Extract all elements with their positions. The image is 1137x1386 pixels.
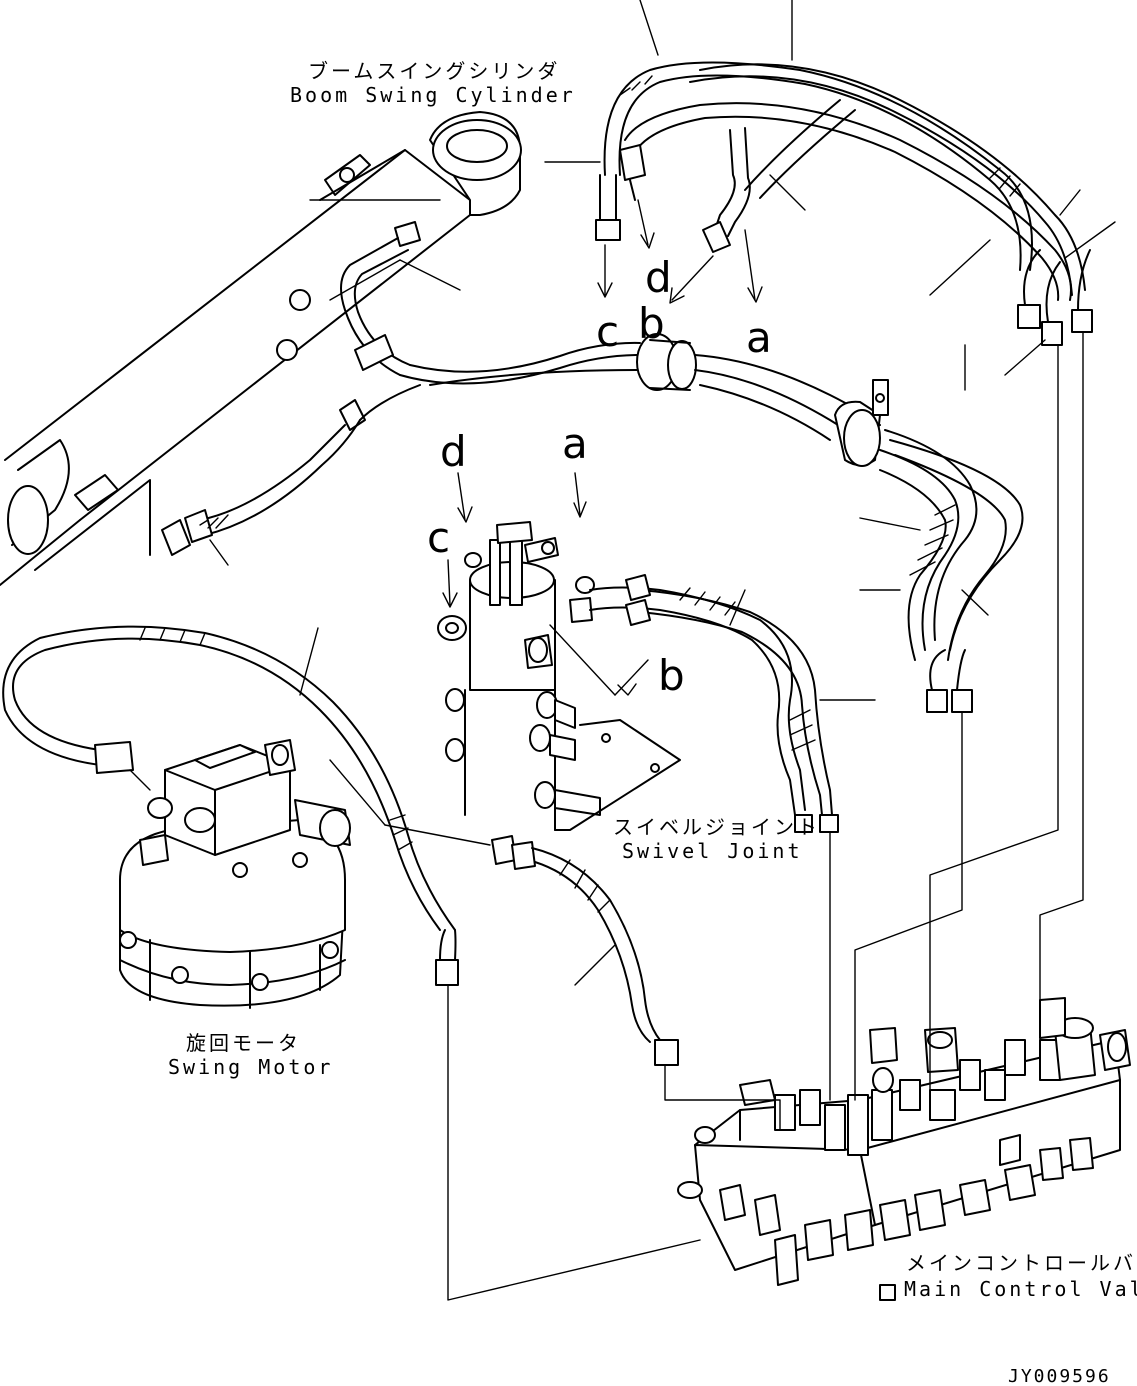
middle-hose-run <box>161 221 1024 713</box>
main-control-valve-label: メインコントロールバルブ Main Control Valve <box>904 1251 1137 1301</box>
main-control-valve-label-en: Main Control Valve <box>904 1277 1137 1301</box>
top-port-letter-d: d <box>645 253 672 302</box>
top-port-letter-a: a <box>746 313 772 362</box>
swivel-port-letters: d a c b <box>427 419 685 700</box>
swivel-port-letter-a: a <box>562 419 588 468</box>
main-control-valve-label-jp: メインコントロールバルブ <box>906 1251 1137 1275</box>
swivel-joint <box>437 472 876 833</box>
top-port-letters: c b d a <box>596 253 772 362</box>
swivel-port-letter-d: d <box>440 427 467 476</box>
boom-swing-cylinder-label: ブームスイングシリンダ Boom Swing Cylinder <box>290 59 576 107</box>
swing-motor-label-en: Swing Motor <box>168 1055 333 1079</box>
swing-motor-label: 旋回モータ Swing Motor <box>168 1031 333 1079</box>
lower-hose-run <box>491 835 679 1066</box>
routing-lines <box>447 331 1084 1301</box>
upper-hose-bundle <box>544 0 1116 376</box>
drawing-code: JY009596 <box>1008 1366 1111 1386</box>
swing-motor <box>2 625 491 1009</box>
swivel-joint-label: スイベルジョイント Swivel Joint <box>613 815 820 863</box>
swivel-joint-label-jp: スイベルジョイント <box>613 815 820 839</box>
top-port-letter-c: c <box>596 307 619 356</box>
top-port-arrows <box>597 199 763 304</box>
swing-motor-label-jp: 旋回モータ <box>186 1031 301 1055</box>
swivel-port-letter-b: b <box>658 651 685 700</box>
boom-swing-cylinder-label-jp: ブームスイングシリンダ <box>308 59 560 83</box>
boom-swing-cylinder <box>0 111 522 586</box>
swivel-port-letter-c: c <box>427 513 450 562</box>
boom-swing-cylinder-label-en: Boom Swing Cylinder <box>290 83 576 107</box>
swivel-joint-label-en: Swivel Joint <box>622 839 803 863</box>
top-port-letter-b: b <box>638 299 665 348</box>
